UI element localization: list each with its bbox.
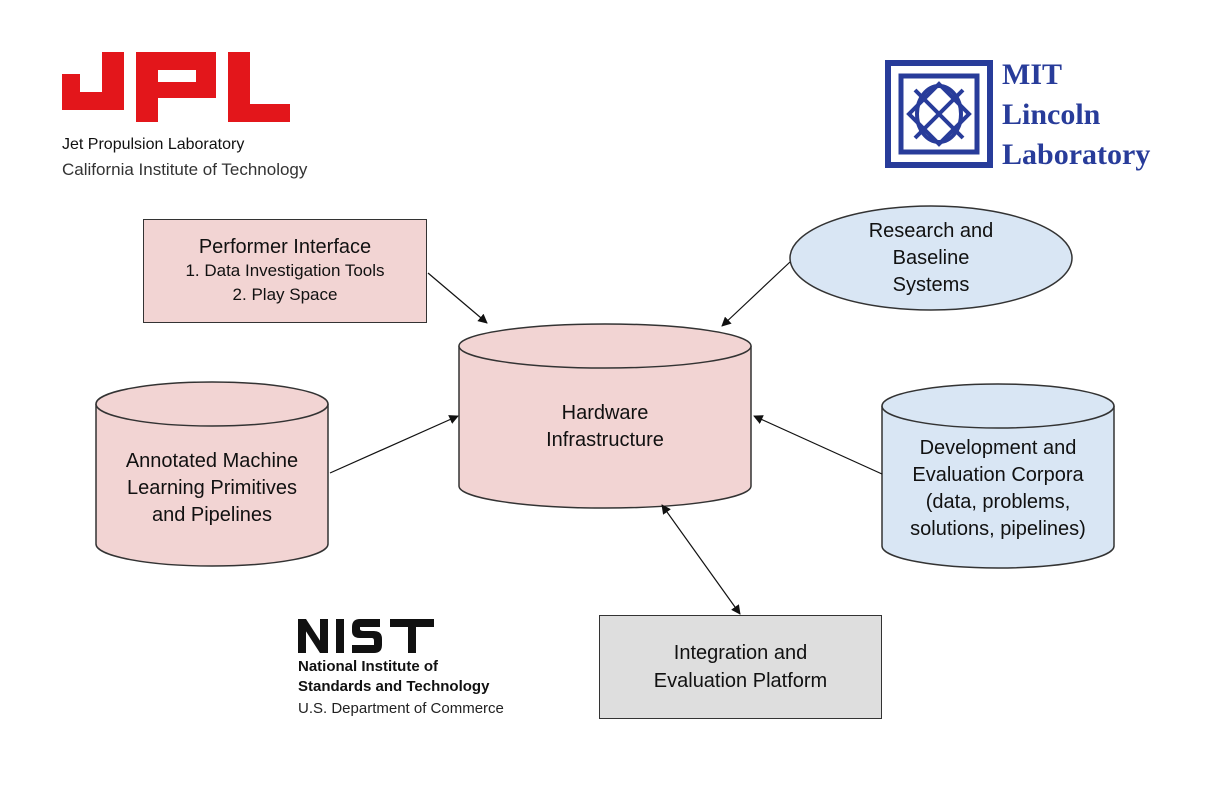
research-line3: Systems: [892, 273, 970, 296]
research-line2: Baseline: [892, 246, 970, 269]
nist-department: U.S. Department of Commerce: [298, 700, 504, 717]
corpora-line3: (data, problems,: [925, 491, 1071, 513]
nist-name-line2: Standards and Technology: [298, 678, 490, 695]
jpl-name: Jet Propulsion Laboratory: [62, 136, 245, 153]
performer-item-2: 2. Play Space: [232, 284, 338, 304]
mit-logo-line2: Lincoln: [1002, 98, 1101, 131]
ml-line3: and Pipelines: [151, 503, 273, 526]
arrow-ml-to-hardware: [329, 415, 459, 474]
hardware-line1: Hardware: [561, 402, 649, 424]
hardware-cylinder: [458, 323, 752, 509]
mit-logo-line1: MIT: [1002, 58, 1062, 91]
jpl-affiliation: California Institute of Technology: [62, 160, 308, 179]
arrow-performer-to-hardware: [427, 272, 488, 324]
integration-platform-box: Integration and Evaluation Platform: [599, 615, 882, 719]
nist-logo-mark: [298, 619, 434, 653]
corpora-line4: solutions, pipelines): [910, 518, 1086, 540]
research-label: Research and Baseline Systems: [790, 206, 1072, 310]
jpl-logo-mark: [62, 52, 290, 122]
performer-interface-box: Performer Interface 1. Data Investigatio…: [143, 219, 427, 323]
integration-line1: Integration and: [673, 642, 808, 664]
mit-ll-logo-mark: [885, 60, 993, 168]
corpora-cylinder: [881, 383, 1115, 569]
arrow-research-to-hardware: [721, 261, 791, 327]
research-line1: Research and: [868, 219, 994, 242]
performer-item-1: 1. Data Investigation Tools: [185, 260, 385, 280]
arrow-hardware-integration: [661, 504, 741, 615]
performer-title: Performer Interface: [198, 235, 372, 258]
hardware-line2: Infrastructure: [546, 429, 664, 451]
ml-cylinder: [95, 381, 329, 567]
research-ellipse: [789, 205, 1073, 311]
ml-line1: Annotated Machine: [125, 449, 299, 472]
ml-label: Annotated Machine Learning Primitives an…: [96, 430, 328, 546]
hardware-label: Hardware Infrastructure: [459, 372, 751, 482]
corpora-label: Development and Evaluation Corpora (data…: [882, 430, 1114, 548]
mit-logo-line3: Laboratory: [1002, 138, 1151, 171]
arrow-corpora-to-hardware: [753, 415, 883, 475]
nist-name-line1: National Institute of: [298, 658, 438, 675]
integration-line2: Evaluation Platform: [653, 670, 828, 692]
corpora-line1: Development and: [919, 437, 1077, 459]
ml-line2: Learning Primitives: [126, 476, 298, 499]
corpora-line2: Evaluation Corpora: [912, 464, 1084, 486]
